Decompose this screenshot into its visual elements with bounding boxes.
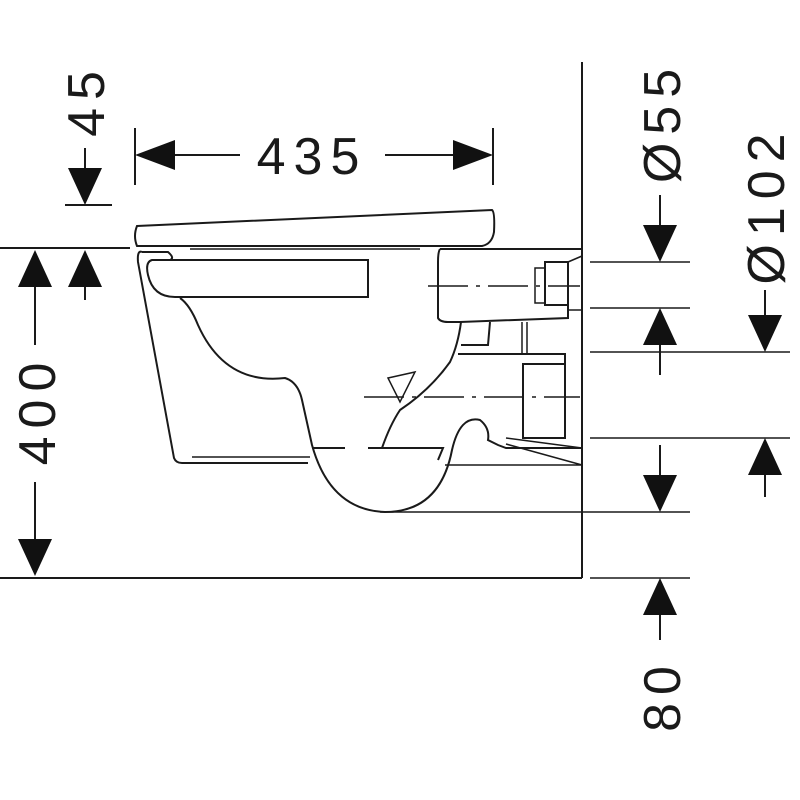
outlet-diameter-label: Ø102	[738, 125, 796, 284]
floor-offset-label: 80	[634, 658, 692, 732]
dimension-floor-offset: 80	[380, 445, 692, 732]
inlet-diameter-label: Ø55	[634, 61, 692, 183]
dimension-inlet: Ø55	[590, 61, 692, 375]
dimension-depth: 435	[134, 128, 494, 186]
seat-offset-label: 45	[58, 63, 116, 137]
dimension-height: 400	[9, 250, 67, 576]
seat-lid	[134, 208, 496, 247]
height-label: 400	[9, 355, 67, 466]
toilet-outline	[134, 208, 583, 514]
dimension-outlet: Ø102	[590, 125, 796, 497]
dimension-seat-offset: 45	[0, 63, 130, 300]
depth-label: 435	[257, 128, 368, 186]
